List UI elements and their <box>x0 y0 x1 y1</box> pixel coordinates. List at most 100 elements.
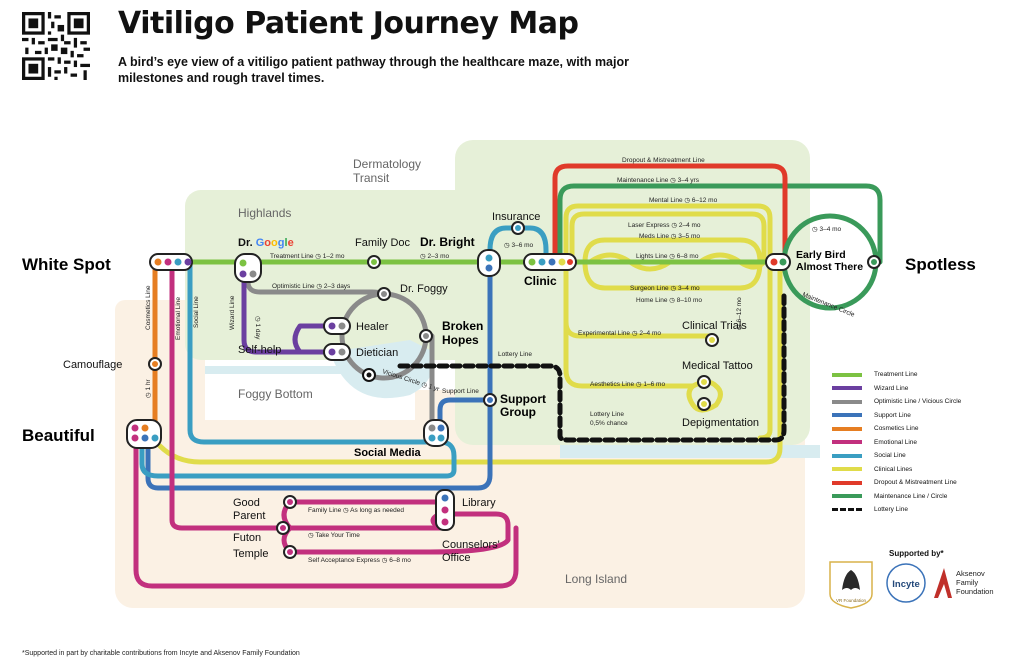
social-line[interactable] <box>139 259 457 479</box>
label-maintenance-time: 3–4 yrs <box>678 177 700 184</box>
label-meds-line: Meds Line ◷ 3–5 mo <box>639 233 700 240</box>
label-social-line: Social Line <box>193 296 200 328</box>
label-cosmetics-time-value: 1 hr <box>145 378 152 390</box>
svg-text:Foundation: Foundation <box>956 587 994 596</box>
surgeon-home-lines[interactable] <box>582 259 763 291</box>
wizard-line[interactable] <box>241 265 338 355</box>
label-surgeon-name: Surgeon Line <box>630 285 669 292</box>
label-family-name: Family Line <box>308 507 342 514</box>
station-white-spot: White Spot <box>22 255 111 274</box>
label-insurance-time: ◷ 3–6 mo <box>504 242 534 249</box>
label-lights-time: 6–8 mo <box>677 253 699 260</box>
label-lottery-note-2: 0,5% chance <box>590 420 628 427</box>
legend-item: Maintenance Line / Circle <box>832 490 1012 504</box>
dietician-station[interactable] <box>323 343 351 361</box>
label-dropout-line: Dropout & Mistreatment Line <box>622 157 705 164</box>
label-home-name: Home Line <box>636 297 668 304</box>
label-experimental-line: Experimental Line ◷ 2–4 mo <box>578 330 661 337</box>
beautiful-station[interactable] <box>126 419 162 449</box>
laser-meds-lines[interactable] <box>582 237 763 265</box>
aksenov-logo[interactable]: Aksenov Family Foundation <box>934 568 994 598</box>
label-self-acceptance-time: 6–8 mo <box>389 557 411 564</box>
label-experimental-time: 2–4 mo <box>639 330 661 337</box>
label-family-time: As long as needed <box>350 507 404 514</box>
emotional-line[interactable] <box>169 259 443 531</box>
label-home-time: 8–10 mo <box>677 297 703 304</box>
label-treatment-line: Treatment Line ◷ 1–2 mo <box>270 253 345 260</box>
support-to-social[interactable] <box>437 397 493 433</box>
label-optimistic-line: Optimistic Line ◷ 2–3 days <box>272 283 351 290</box>
insurance-loop[interactable] <box>487 225 549 265</box>
sponsor-logos: VR Foundation Incyte Aksenov Family Foun… <box>829 561 994 609</box>
healer-station[interactable] <box>323 317 351 335</box>
station-support-group-2: Group <box>500 405 536 419</box>
early-bird-station[interactable] <box>765 253 791 271</box>
label-optimistic-name: Optimistic Line <box>272 283 315 290</box>
label-laser-time: 2–4 mo <box>679 222 701 229</box>
label-take-your-time: ◷ Take Your Time <box>308 532 360 539</box>
label-lights-line: Lights Line ◷ 6–8 mo <box>636 253 699 260</box>
supported-by-label: Supported by* <box>889 549 944 558</box>
label-clinical-time-value: 6–12 mo <box>736 297 743 323</box>
label-aesthetics-line: Aesthetics Line ◷ 1–6 mo <box>590 381 665 388</box>
station-dr-google: Dr. Google <box>238 237 294 249</box>
station-counselors-2: Office <box>442 552 471 564</box>
mental-line[interactable] <box>569 211 767 265</box>
station-dr-bright: Dr. Bright <box>420 235 475 249</box>
station-good-parent-2: Parent <box>233 510 265 522</box>
station-medical-tattoo: Medical Tattoo <box>682 360 753 372</box>
label-cosmetics-name: Cosmetics Line <box>145 285 152 330</box>
station-clinical-trials: Clinical Trials <box>682 320 747 332</box>
aesthetics-line[interactable] <box>563 317 696 389</box>
emotional-outer[interactable] <box>133 437 519 589</box>
label-surgeon-time: 3–4 mo <box>678 285 700 292</box>
station-library: Library <box>462 497 496 509</box>
label-cosmetics-line: Cosmetics Line <box>145 285 152 330</box>
social-media-station[interactable] <box>423 419 449 447</box>
label-wizard-name: Wizard Line <box>229 295 236 330</box>
legend-swatch <box>832 413 862 418</box>
dropout-line[interactable] <box>552 163 788 265</box>
legend-swatch <box>832 386 862 391</box>
label-support-name: Support Line <box>442 388 479 395</box>
support-line[interactable] <box>145 259 493 491</box>
station-dietician: Dietician <box>356 347 398 359</box>
legend-label: Wizard Line <box>874 384 909 392</box>
dr-google-station[interactable] <box>234 253 262 283</box>
label-wizard-time-value: 1 day <box>254 323 261 340</box>
region-label-highlands: Highlands <box>238 206 291 220</box>
clinical-lines-outer[interactable] <box>563 203 773 441</box>
vr-foundation-logo[interactable]: VR Foundation <box>829 561 873 609</box>
label-lottery-name: Lottery Line <box>498 351 532 358</box>
label-lottery-note-1: Lottery Line <box>590 411 624 418</box>
station-early-bird-2: Almost There <box>796 261 863 273</box>
legend-swatch <box>832 440 862 445</box>
google-letter: e <box>288 237 294 249</box>
station-futon-temple-2: Temple <box>233 548 268 560</box>
label-wizard-time: ◷ 1 day <box>254 316 261 340</box>
label-aesthetics-time: 1–6 mo <box>643 381 665 388</box>
legend-label: Support Line <box>874 411 911 419</box>
legend-label: Dropout & Mistreatment Line <box>874 479 957 487</box>
lottery-line[interactable] <box>397 293 787 443</box>
legend-swatch <box>832 426 862 431</box>
label-self-acceptance-name: Self Acceptance Express <box>308 557 381 564</box>
page-subtitle: A bird’s eye view of a vitiligo patient … <box>118 55 629 85</box>
label-mental-name: Mental Line <box>649 197 683 204</box>
legend-item: Emotional Line <box>832 436 1012 450</box>
fog-band <box>205 366 820 458</box>
station-family-doc: Family Doc <box>355 237 411 249</box>
incyte-logo[interactable]: Incyte <box>886 563 926 603</box>
legend-item: Treatment Line <box>832 368 1012 382</box>
maintenance-line[interactable] <box>557 183 883 265</box>
station-depigmentation: Depigmentation <box>682 417 759 429</box>
dr-bright-station[interactable] <box>477 249 501 277</box>
legend-item: Social Line <box>832 449 1012 463</box>
label-meds-name: Meds Line <box>639 233 669 240</box>
label-family-line: Family Line ◷ As long as needed <box>308 507 404 514</box>
qr-code[interactable] <box>22 12 90 80</box>
station-broken-hopes-1: Broken <box>442 319 483 333</box>
label-clinical-time: ◷ 6–12 mo <box>736 297 743 330</box>
legend-item: Wizard Line <box>832 382 1012 396</box>
